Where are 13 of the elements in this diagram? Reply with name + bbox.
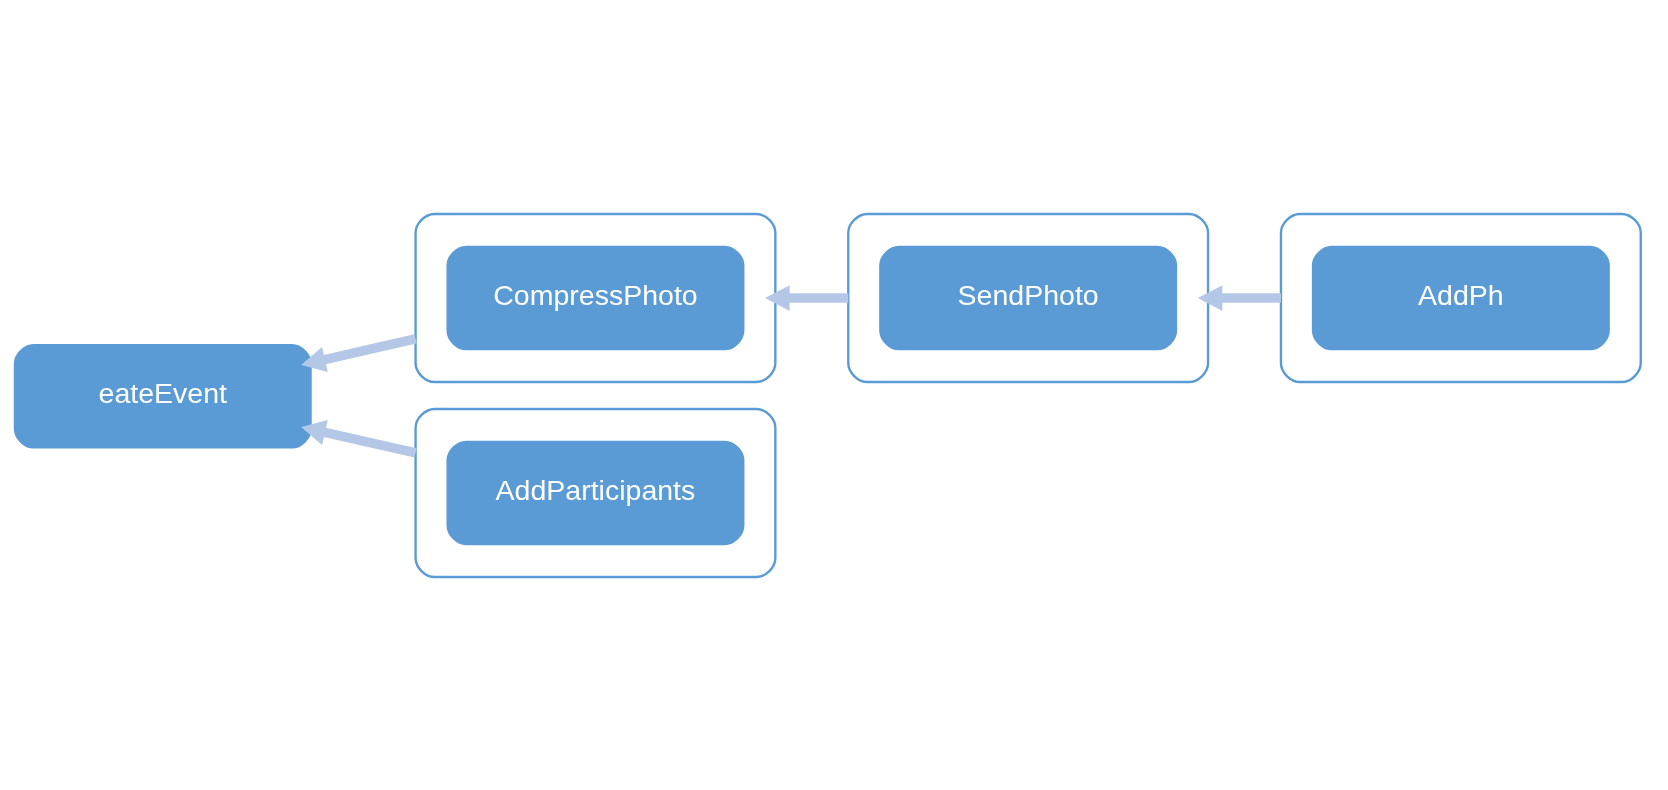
arrow — [765, 284, 849, 311]
cluster — [414, 212, 777, 383]
cluster — [1279, 212, 1642, 383]
node-box: eateEvent — [13, 343, 312, 449]
arrow — [301, 333, 417, 372]
node-box: CompressPhoto — [446, 245, 745, 350]
node-box: AddParticipants — [446, 440, 745, 545]
arrow — [301, 419, 417, 457]
arrow — [1197, 284, 1281, 311]
node-box: SendPhoto — [879, 245, 1178, 350]
cluster — [847, 212, 1210, 383]
node-box: AddPh — [1311, 245, 1610, 350]
cluster — [414, 407, 777, 578]
